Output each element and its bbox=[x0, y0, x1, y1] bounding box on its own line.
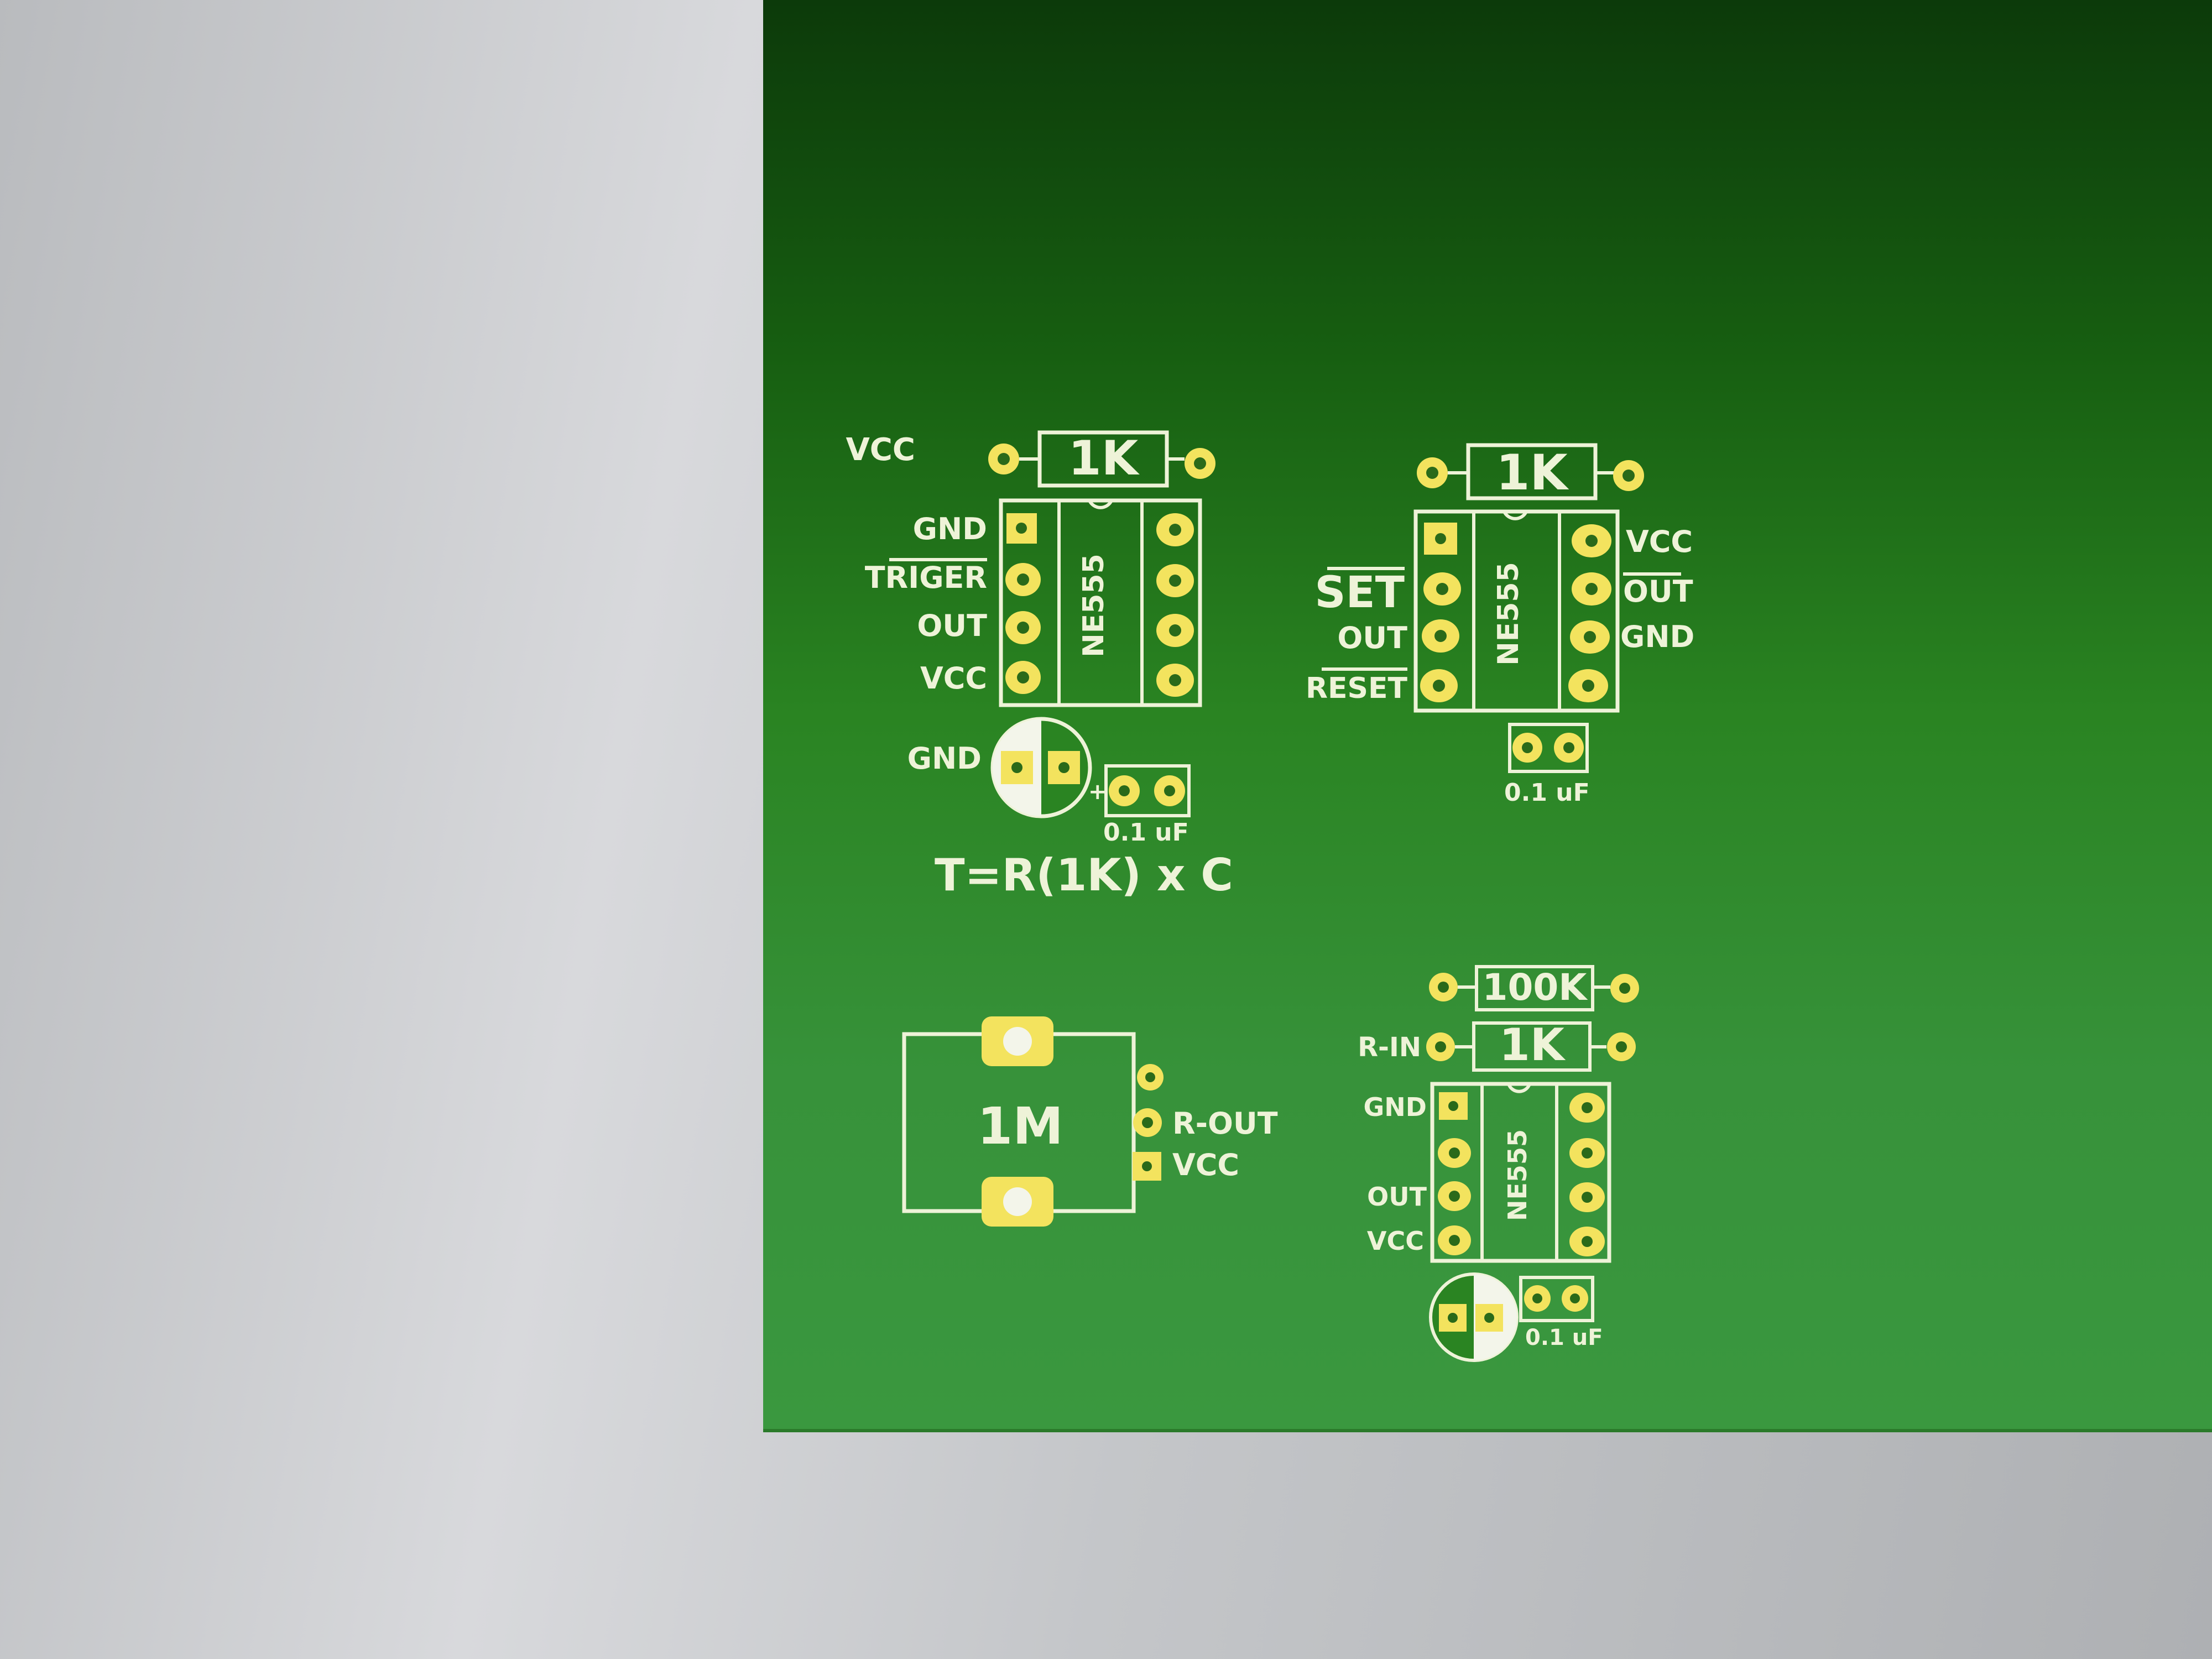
resistor1-pad-right[interactable] bbox=[1610, 974, 1639, 1003]
pin-label-out: OUT bbox=[917, 608, 987, 643]
circuit-bottom-right: 100K R-IN 1K NE555 GND OUT VCC bbox=[1358, 965, 1639, 1362]
pin-label-set: SET bbox=[1314, 568, 1405, 618]
connector-pad-1[interactable] bbox=[1137, 1064, 1164, 1091]
ic-pin-3[interactable] bbox=[1422, 619, 1459, 653]
connector-pad-3[interactable] bbox=[1133, 1152, 1161, 1181]
ic-pin-5[interactable] bbox=[1156, 664, 1194, 697]
electrolytic-capacitor[interactable]: + bbox=[990, 717, 1107, 818]
pin-label-out-bar: OUT bbox=[1623, 574, 1693, 609]
electrolytic-capacitor[interactable] bbox=[1429, 1272, 1519, 1362]
trimmer-pad-bottom[interactable] bbox=[982, 1177, 1053, 1227]
pin-label-vcc: VCC bbox=[920, 661, 987, 696]
ic-pin-1[interactable] bbox=[1439, 1092, 1468, 1120]
ceramic-cap-value: 0.1 uF bbox=[1103, 818, 1189, 847]
pin-label-out: OUT bbox=[1367, 1182, 1427, 1212]
resistor2-pad-left[interactable] bbox=[1426, 1032, 1455, 1061]
ic-pin-1[interactable] bbox=[1006, 513, 1037, 544]
resistor2-pad-right[interactable] bbox=[1607, 1032, 1636, 1061]
resistor-value: 1K bbox=[1068, 431, 1140, 486]
svg-text:+: + bbox=[1088, 779, 1107, 805]
resistor-pad-left[interactable] bbox=[988, 444, 1019, 474]
ic-pin-8[interactable] bbox=[1572, 524, 1611, 557]
cap-label-gnd: GND bbox=[907, 741, 982, 776]
resistor-pad-right[interactable] bbox=[1185, 448, 1215, 479]
ic-pin-5[interactable] bbox=[1569, 1227, 1605, 1256]
pin-label-gnd: GND bbox=[1620, 619, 1694, 654]
circuit-top-right: 1K NE555 SET OUT RESET VCC OUT GND 0.1 u bbox=[1306, 443, 1694, 807]
ic-pin-5[interactable] bbox=[1568, 669, 1608, 702]
ic-pin-7[interactable] bbox=[1156, 564, 1194, 597]
ic-pin-2[interactable] bbox=[1423, 572, 1461, 606]
ic-pin-8[interactable] bbox=[1156, 513, 1194, 546]
pin-label-vcc: VCC bbox=[1172, 1147, 1239, 1182]
resistor1-value: 100K bbox=[1483, 966, 1589, 1009]
ceramic-cap-value: 0.1 uF bbox=[1504, 779, 1590, 807]
ic-label: NE555 bbox=[1077, 554, 1110, 658]
pin-label-r-out: R-OUT bbox=[1172, 1106, 1278, 1141]
ic-pin-3[interactable] bbox=[1005, 611, 1041, 644]
ceramic-cap-value: 0.1 uF bbox=[1525, 1325, 1603, 1350]
circuit-bottom-left: 1M R-OUT VCC bbox=[902, 1016, 1278, 1227]
resistor-pad-left[interactable] bbox=[1417, 457, 1448, 488]
ic-pin-6[interactable] bbox=[1570, 620, 1610, 654]
ic-pin-3[interactable] bbox=[1438, 1181, 1471, 1211]
connector-pad-2[interactable] bbox=[1133, 1108, 1162, 1137]
timing-formula: T=R(1K) x C bbox=[935, 849, 1233, 901]
ic-label: NE555 bbox=[1492, 562, 1525, 666]
ic-pin-4[interactable] bbox=[1005, 661, 1041, 694]
ic-pin-6[interactable] bbox=[1569, 1182, 1605, 1212]
trimmer-value: 1M bbox=[977, 1097, 1063, 1156]
ic-pin-6[interactable] bbox=[1156, 614, 1194, 647]
circuit-top-left: VCC 1K NE555 GND TRIGER OUT VCC GND bbox=[846, 430, 1233, 901]
ic-pin-8[interactable] bbox=[1569, 1093, 1605, 1123]
ic-pin-2[interactable] bbox=[1005, 563, 1041, 596]
pin-label-reset: RESET bbox=[1306, 672, 1408, 705]
ic-label: NE555 bbox=[1503, 1129, 1532, 1221]
ic-pin-7[interactable] bbox=[1572, 572, 1611, 606]
ceramic-capacitor[interactable] bbox=[1519, 1276, 1594, 1322]
pin-label-vcc: VCC bbox=[1626, 524, 1693, 559]
ic-pin-1[interactable] bbox=[1424, 523, 1457, 555]
net-label-vcc: VCC bbox=[846, 432, 915, 468]
trimmer-pad-top[interactable] bbox=[982, 1016, 1053, 1066]
resistor2-value: 1K bbox=[1499, 1019, 1566, 1071]
resistor1-pad-left[interactable] bbox=[1429, 973, 1458, 1001]
ceramic-capacitor[interactable] bbox=[1508, 723, 1589, 773]
ic-pin-2[interactable] bbox=[1438, 1138, 1471, 1168]
ic-pin-4[interactable] bbox=[1420, 669, 1458, 702]
pin-label-vcc: VCC bbox=[1367, 1226, 1424, 1256]
ic-pin-7[interactable] bbox=[1569, 1138, 1605, 1168]
pin-label-gnd: GND bbox=[913, 512, 987, 546]
pin-label-triger: TRIGER bbox=[865, 560, 987, 595]
resistor-value: 1K bbox=[1496, 444, 1569, 501]
ic-pin-4[interactable] bbox=[1438, 1225, 1471, 1255]
pin-label-gnd: GND bbox=[1364, 1092, 1427, 1122]
pin-label-out: OUT bbox=[1337, 620, 1407, 655]
pcb-layout-canvas[interactable]: VCC 1K NE555 GND TRIGER OUT VCC GND bbox=[763, 0, 2212, 1432]
ceramic-capacitor[interactable] bbox=[1104, 764, 1191, 817]
net-label-r-in: R-IN bbox=[1358, 1032, 1421, 1063]
resistor-pad-right[interactable] bbox=[1613, 460, 1644, 491]
